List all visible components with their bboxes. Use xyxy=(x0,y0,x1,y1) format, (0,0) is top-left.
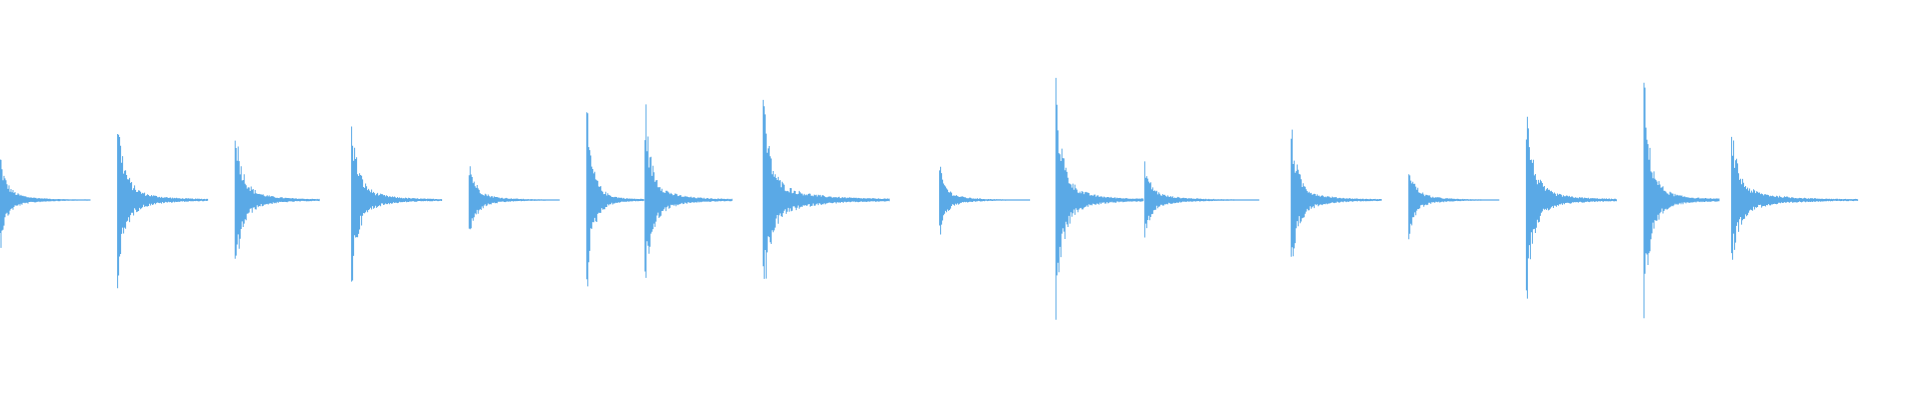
waveform-hit-14 xyxy=(1525,116,1617,299)
waveform-hit-3 xyxy=(234,140,320,259)
waveform-hit-15 xyxy=(1643,82,1720,319)
waveform-hit-1 xyxy=(0,159,91,248)
waveform-hit-12 xyxy=(1290,129,1382,257)
waveform-hit-7 xyxy=(644,104,733,278)
waveform-hit-16 xyxy=(1731,136,1859,260)
waveform-hit-11 xyxy=(1144,161,1260,238)
waveform-hit-6 xyxy=(586,112,645,287)
waveform-hit-4 xyxy=(351,126,443,282)
waveform-hit-10 xyxy=(1055,77,1144,320)
waveform-hit-13 xyxy=(1408,174,1500,240)
waveform-hit-9 xyxy=(939,166,1031,235)
waveform-hit-5 xyxy=(468,166,560,230)
waveform-hit-2 xyxy=(117,134,209,289)
waveform-hit-8 xyxy=(762,99,890,279)
